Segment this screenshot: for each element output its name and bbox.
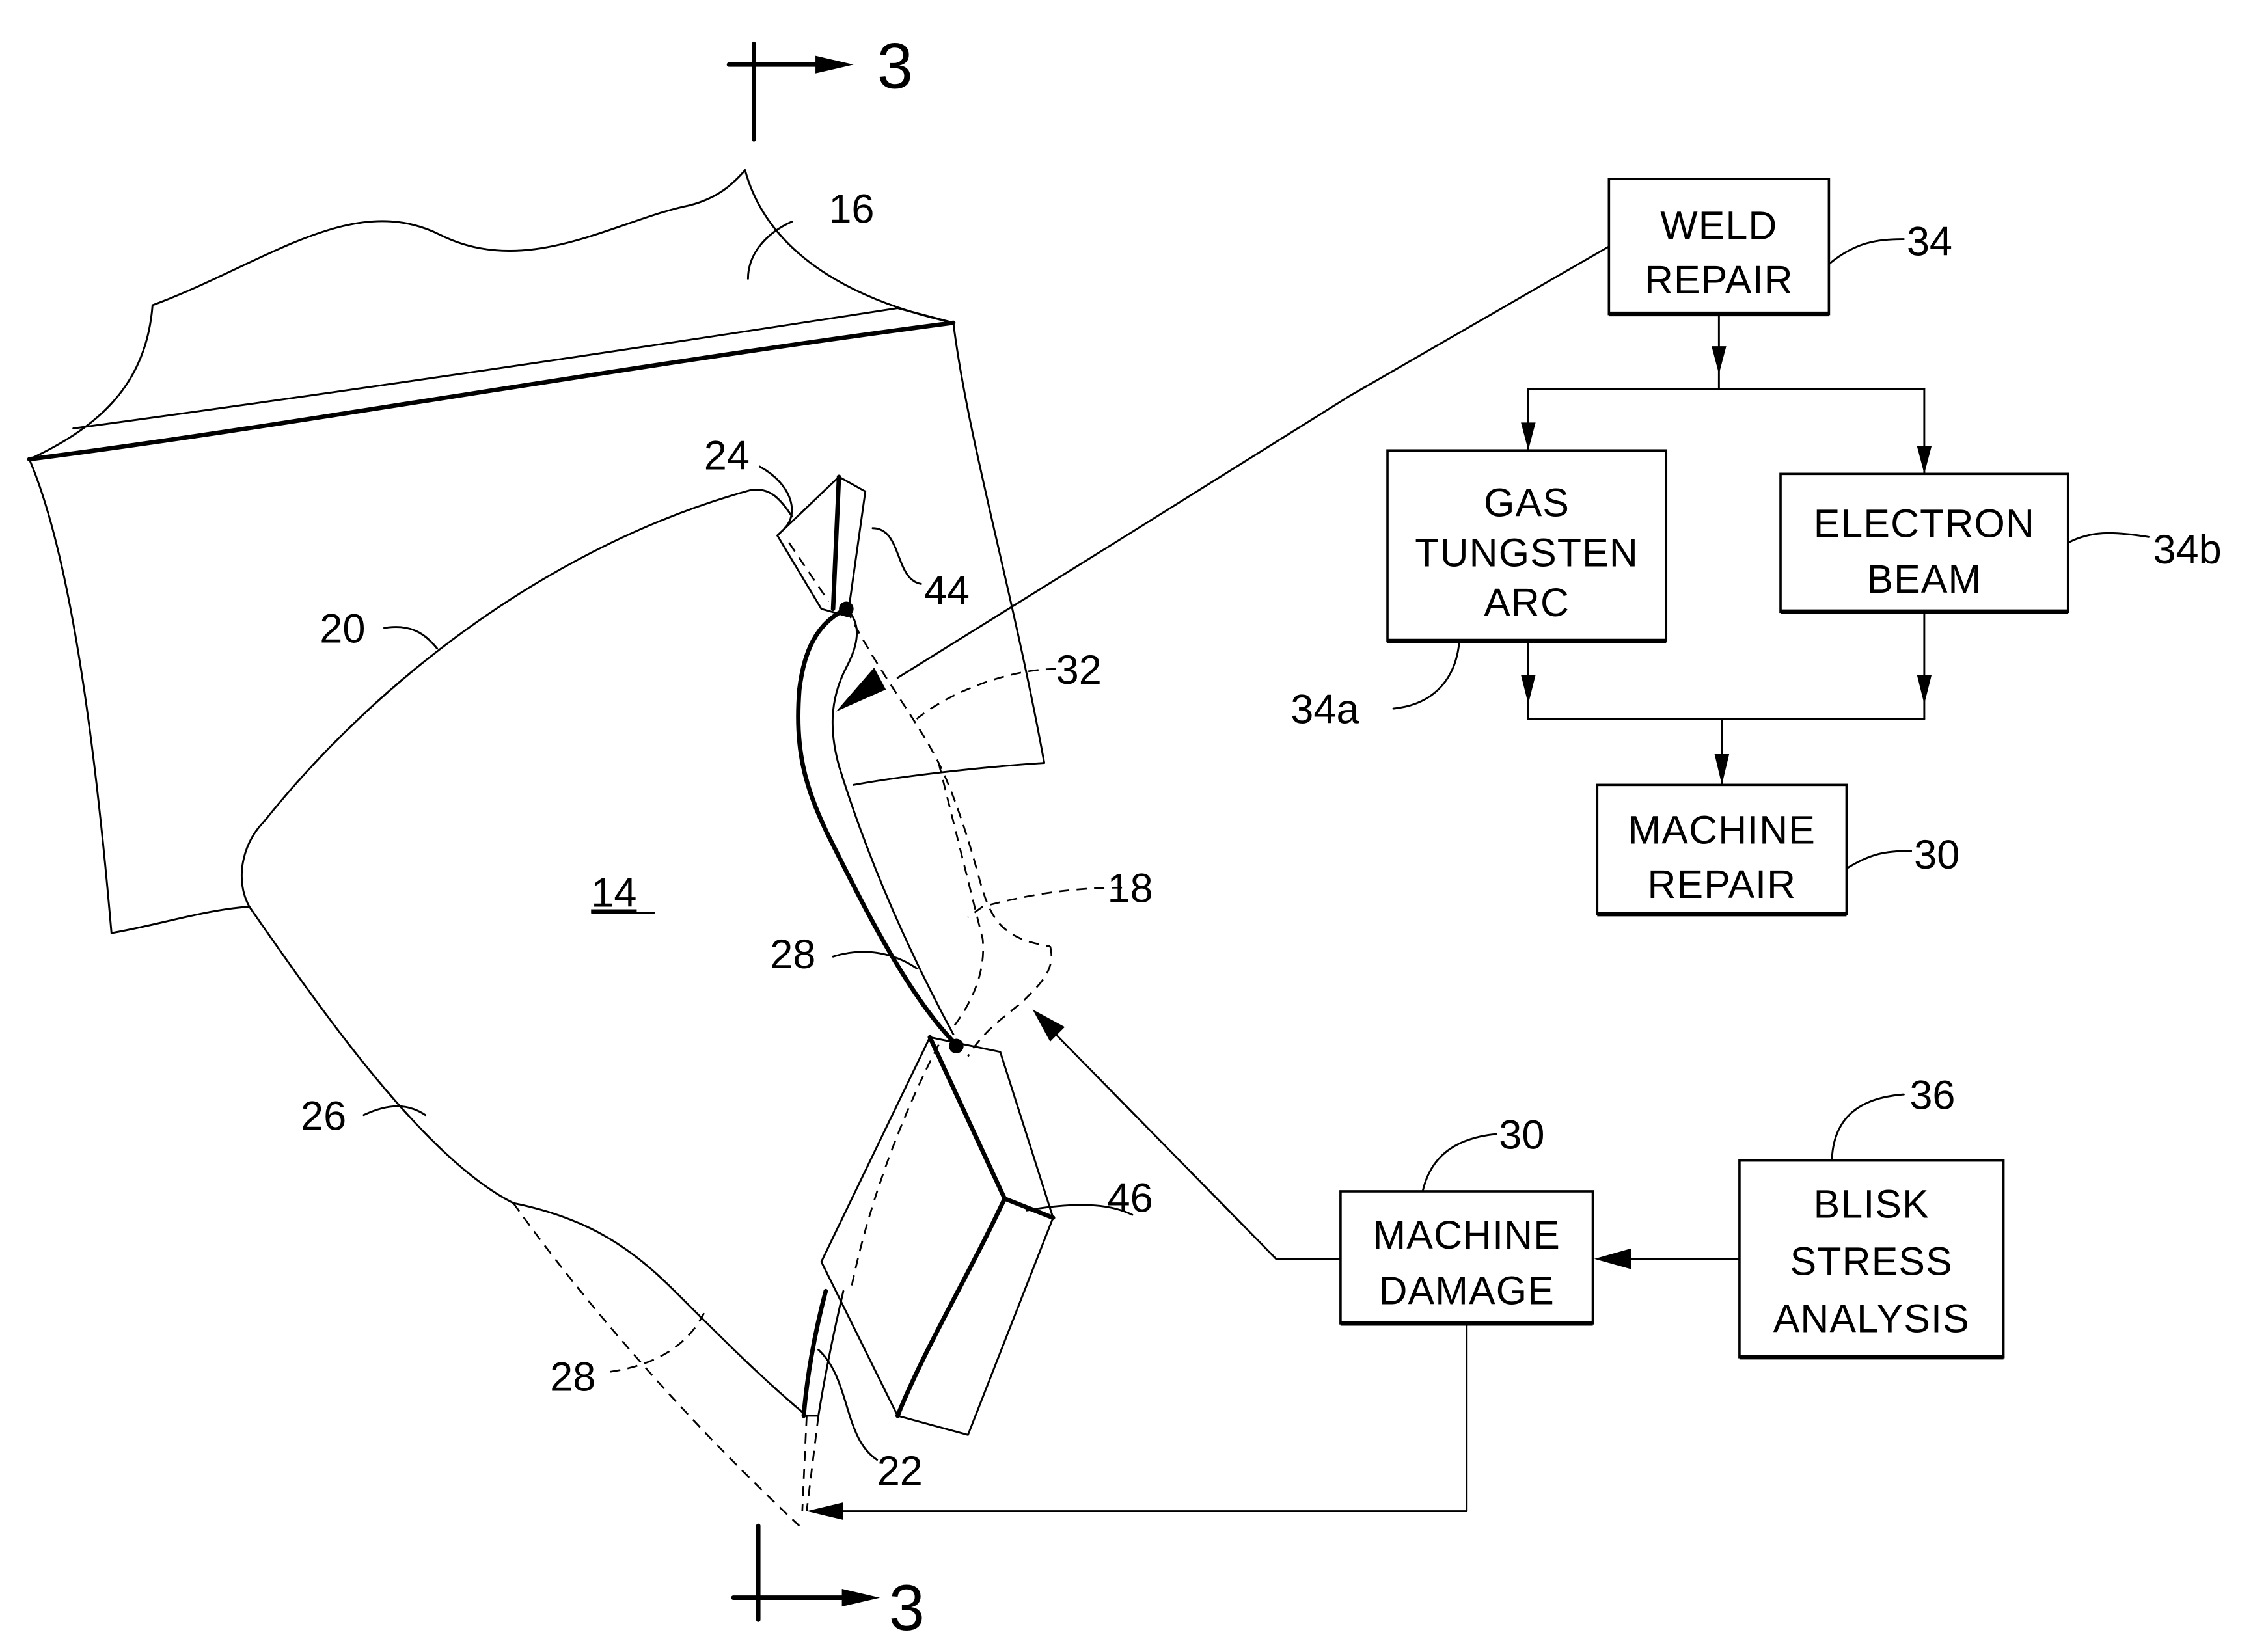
ref-22: 22 — [877, 1448, 923, 1494]
eb-line1: ELECTRON — [1814, 501, 2035, 545]
mr-line1: MACHINE — [1628, 808, 1816, 852]
ref-28-lower: 28 — [550, 1355, 595, 1400]
section-mark-top: 3 — [726, 30, 913, 142]
ref-28-upper: 28 — [770, 932, 815, 977]
arrow-md-to-te — [806, 1502, 843, 1521]
ref-gta: 34a — [1290, 687, 1359, 733]
box-blisk-stress-analysis: BLISK STRESS ANALYSIS 36 — [1738, 1073, 2005, 1360]
ref-16: 16 — [828, 187, 874, 232]
box-machine-damage: MACHINE DAMAGE 30 — [1339, 1113, 1594, 1326]
disk-outline — [27, 169, 1046, 934]
bsa-line3: ANALYSIS — [1773, 1296, 1970, 1340]
blade-outline — [241, 488, 1052, 1417]
ref-44: 44 — [924, 568, 970, 614]
insert-upper — [776, 474, 867, 617]
box-electron-beam: ELECTRON BEAM 34b — [1779, 472, 2222, 614]
box-gas-tungsten-arc: GAS TUNGSTEN ARC 34a — [1290, 449, 1668, 733]
ref-weld-repair: 34 — [1907, 219, 1952, 264]
md-line1: MACHINE — [1372, 1213, 1560, 1257]
section-label-top: 3 — [877, 30, 913, 102]
ref-eb: 34b — [2153, 527, 2221, 573]
gta-line3: ARC — [1484, 580, 1570, 625]
ref-mr: 30 — [1914, 832, 1959, 878]
ref-14: 14 — [591, 871, 636, 916]
weld-repair-line1: WELD — [1660, 204, 1777, 248]
gta-line2: TUNGSTEN — [1415, 530, 1639, 575]
gta-line1: GAS — [1484, 481, 1570, 525]
ref-20: 20 — [320, 606, 365, 652]
section-mark-bottom: 3 — [731, 1523, 925, 1644]
leader-16 — [746, 221, 793, 280]
bsa-line2: STRESS — [1790, 1239, 1953, 1283]
weld-repair-line2: REPAIR — [1645, 258, 1794, 302]
arrow-md-to-damage — [1032, 1009, 1065, 1042]
insert-lower — [820, 1035, 1056, 1436]
ref-46: 46 — [1108, 1176, 1153, 1221]
md-line2: DAMAGE — [1378, 1269, 1554, 1313]
ref-18: 18 — [1108, 866, 1153, 912]
ref-26: 26 — [301, 1093, 346, 1139]
ref-32: 32 — [1056, 647, 1102, 693]
section-label-bottom: 3 — [889, 1572, 925, 1644]
weld-point-upper — [839, 601, 854, 617]
eb-line2: BEAM — [1866, 557, 1982, 601]
box-machine-repair: MACHINE REPAIR 30 — [1596, 783, 1959, 917]
bsa-line1: BLISK — [1814, 1182, 1930, 1226]
ref-md: 30 — [1499, 1113, 1544, 1158]
ref-24: 24 — [704, 433, 750, 479]
ref-bsa: 36 — [1909, 1073, 1955, 1118]
arrow-weld-to-notch — [836, 667, 886, 712]
box-weld-repair: WELD REPAIR 34 — [1607, 178, 1952, 317]
arrow-bsa-to-md — [1594, 1248, 1631, 1269]
trailing-edge — [512, 1202, 845, 1527]
weld-point-lower — [949, 1038, 964, 1054]
mr-line2: REPAIR — [1647, 862, 1796, 906]
